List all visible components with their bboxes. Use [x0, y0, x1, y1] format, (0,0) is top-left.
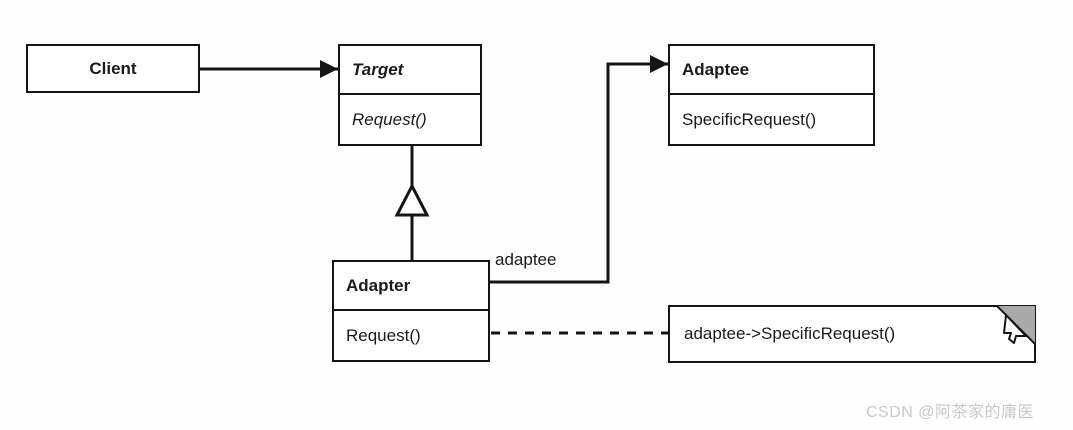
edge-label-adaptee: adaptee [495, 250, 557, 269]
edge-client-to-target [200, 60, 338, 78]
hollow-triangle-arrowhead-icon [394, 182, 430, 217]
class-box-adaptee[interactable]: Adaptee SpecificRequest() [668, 44, 875, 146]
edge-request-to-note [459, 325, 668, 341]
class-box-target[interactable]: Target Request() [338, 44, 482, 146]
edge-polyline [490, 62, 668, 284]
class-name-client: Client [89, 58, 137, 78]
edge-adapter-to-target [394, 146, 430, 260]
class-box-adapter[interactable]: Adapter Request() [332, 260, 490, 362]
class-operations-compartment: SpecificRequest() [670, 93, 873, 144]
watermark-text: CSDN @阿茶家的庸医 [866, 404, 1035, 421]
operation-adapter-request: Request() [346, 325, 421, 345]
class-name-compartment: Adaptee [670, 46, 873, 93]
class-name-target: Target [352, 59, 404, 79]
note-text: adaptee->SpecificRequest() [684, 324, 896, 343]
operation-target-request: Request() [352, 109, 427, 129]
class-box-client[interactable]: Client [26, 44, 200, 93]
note-folded-corner-icon [994, 305, 1036, 347]
class-name-compartment: Client [28, 46, 198, 91]
class-name-compartment: Adapter [334, 262, 488, 309]
filled-arrowhead-icon [650, 55, 668, 73]
class-name-adaptee: Adaptee [682, 59, 750, 79]
edge-adapter-to-adaptee [490, 55, 668, 284]
operation-adaptee-specificrequest: SpecificRequest() [682, 109, 817, 129]
filled-arrowhead-icon [320, 60, 338, 78]
class-operations-compartment: Request() [334, 309, 488, 360]
note-box[interactable]: adaptee->SpecificRequest() [668, 305, 1036, 363]
cursor-arrow-icon [1003, 314, 1027, 344]
class-operations-compartment: Request() [340, 93, 480, 144]
class-name-compartment: Target [340, 46, 480, 93]
class-name-adapter: Adapter [346, 275, 411, 295]
